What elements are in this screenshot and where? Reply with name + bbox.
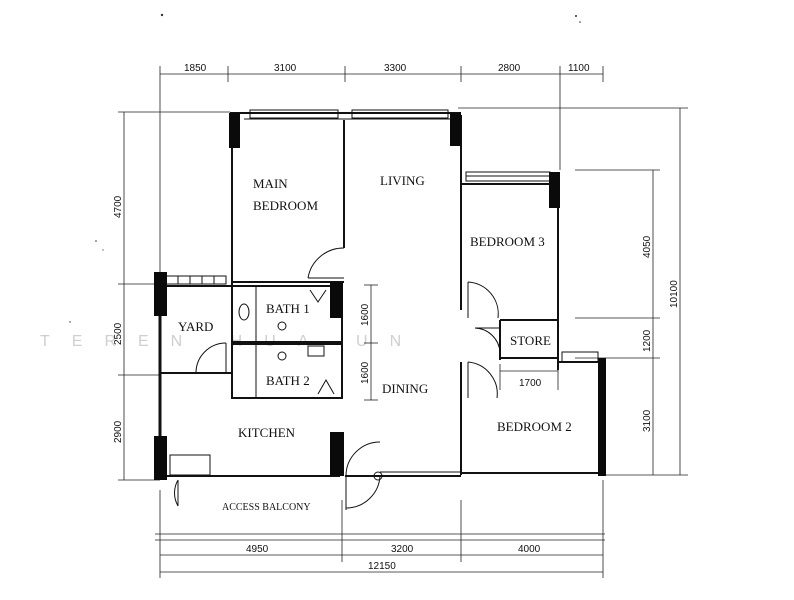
dim-right-overall: 10100 [669, 280, 680, 308]
dim-left-2: 2500 [113, 322, 124, 345]
label-main-bedroom-line1: MAIN [253, 176, 288, 191]
label-yard: YARD [178, 319, 213, 334]
label-bedroom-3: BEDROOM 3 [470, 234, 545, 249]
walls [158, 109, 603, 510]
dim-left-3: 2900 [113, 420, 124, 443]
dim-top-5: 1100 [568, 63, 590, 74]
dim-top-3: 3300 [384, 63, 407, 74]
scan-specks [69, 13, 581, 323]
dim-top-4: 2800 [498, 63, 521, 74]
dim-right-1: 4050 [642, 235, 653, 258]
label-dining: DINING [382, 381, 428, 396]
dim-top-1: 1850 [184, 63, 207, 74]
dim-store-width: 1700 [519, 378, 542, 389]
dim-bottom-total: 12150 [368, 561, 396, 572]
label-living: LIVING [380, 173, 425, 188]
dim-right-2: 1200 [642, 329, 653, 352]
dim-bottom-3: 4000 [518, 544, 541, 555]
label-store: STORE [510, 333, 551, 348]
label-access-balcony: ACCESS BALCONY [222, 502, 311, 513]
dim-left-1: 4700 [113, 195, 124, 218]
dim-bottom-1: 4950 [246, 544, 269, 555]
store-window [561, 351, 599, 363]
structural-columns [154, 113, 606, 480]
dim-right-3: 3100 [642, 409, 653, 432]
dim-center-1: 1600 [360, 303, 371, 326]
room-labels: MAIN BEDROOM LIVING BEDROOM 3 BATH 1 BAT… [178, 173, 572, 513]
dim-center-2: 1600 [360, 361, 371, 384]
label-bath-2: BATH 2 [266, 373, 310, 388]
label-kitchen: KITCHEN [238, 425, 296, 440]
dim-bottom-2: 3200 [391, 544, 414, 555]
dimension-labels: 1850 3100 3300 2800 1100 4700 2500 2900 … [113, 63, 680, 572]
label-main-bedroom-line2: BEDROOM [253, 198, 318, 213]
dimension-lines [118, 66, 688, 578]
label-bath-1: BATH 1 [266, 301, 310, 316]
label-bedroom-2: BEDROOM 2 [497, 419, 572, 434]
dim-top-2: 3100 [274, 63, 297, 74]
